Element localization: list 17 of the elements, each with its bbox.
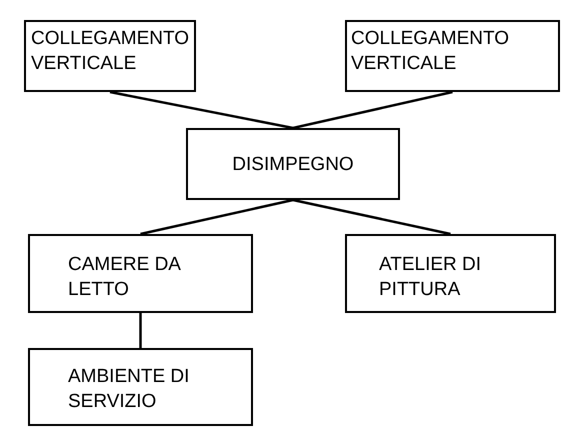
- connector-line: [110, 90, 294, 130]
- room-label: CAMERE DA LETTO: [68, 253, 181, 302]
- room-label: DISIMPEGNO: [232, 152, 354, 176]
- room-box: [186, 128, 400, 200]
- room-label: COLLEGAMENTO VERTICALE: [351, 27, 510, 76]
- connector-line: [140, 198, 294, 236]
- room-label: AMBIENTE DI SERVIZIO: [68, 365, 190, 414]
- connector-line: [292, 198, 451, 236]
- connector-line: [139, 313, 142, 348]
- room-label: COLLEGAMENTO VERTICALE: [31, 27, 190, 76]
- room-box: [345, 234, 556, 313]
- room-box: [28, 234, 253, 313]
- room-label: ATELIER DI PITTURA: [379, 253, 482, 302]
- connector-line: [292, 90, 453, 130]
- room-box: [24, 20, 196, 92]
- room-box: [28, 348, 253, 426]
- room-box: [345, 20, 560, 92]
